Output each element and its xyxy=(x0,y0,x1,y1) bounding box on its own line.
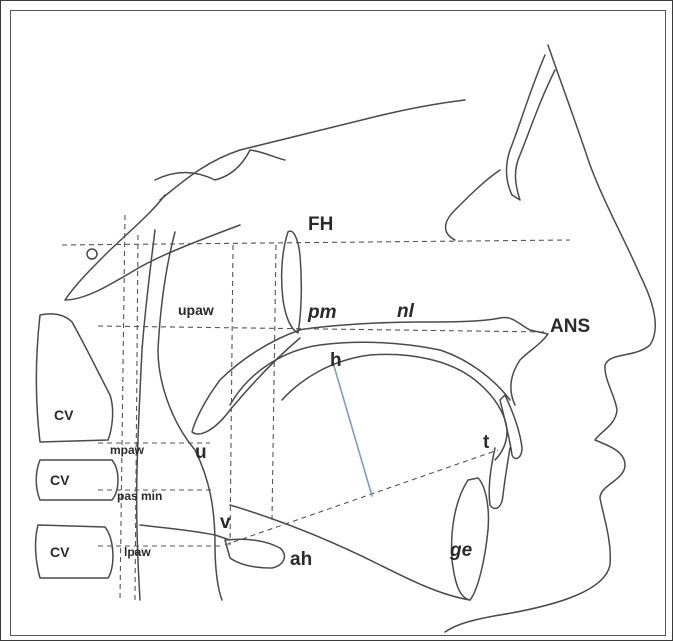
label-mpaw: mpaw xyxy=(110,443,145,457)
sphenoid xyxy=(155,150,285,180)
label-nl: nl xyxy=(397,301,415,322)
vertical-line-3 xyxy=(230,245,233,545)
orbit-rim xyxy=(446,170,500,240)
soft-palate xyxy=(192,330,300,434)
label-cv-2: CV xyxy=(50,472,70,488)
porion xyxy=(87,249,97,259)
vertical-line-1 xyxy=(120,215,125,600)
label-pm: pm xyxy=(307,302,337,323)
h-perpendicular-line xyxy=(334,366,372,496)
label-pas-min: pas min xyxy=(117,489,162,503)
lower-incisor xyxy=(489,448,510,508)
label-cv-1: CV xyxy=(54,407,74,423)
mandibular-border xyxy=(230,505,470,600)
pterygomaxillary-fissure xyxy=(282,231,302,333)
ah-t-line xyxy=(225,450,498,545)
anterior-pharyngeal-wall xyxy=(158,232,222,600)
label-fh: FH xyxy=(308,214,333,235)
label-h: h xyxy=(330,350,342,371)
label-ge: ge xyxy=(449,540,473,561)
label-lpaw: lpaw xyxy=(124,545,151,559)
label-ans: ANS xyxy=(550,316,590,337)
symphysis xyxy=(452,478,489,600)
label-t: t xyxy=(483,432,490,453)
cervical-vertebra-3 xyxy=(36,460,118,500)
tongue-base xyxy=(230,342,510,405)
label-cv-3: CV xyxy=(50,544,70,560)
cervical-vertebra-4 xyxy=(36,525,113,578)
cranial-base xyxy=(160,100,465,200)
label-upaw: upaw xyxy=(178,302,214,318)
label-ah: ah xyxy=(290,549,312,570)
tongue-dorsum xyxy=(282,354,507,460)
nasal-bone xyxy=(506,55,555,200)
cervical-vertebra-2 xyxy=(36,314,112,442)
soft-tissue-profile xyxy=(445,45,655,632)
label-u: u xyxy=(195,442,207,463)
vertical-line-4 xyxy=(272,245,276,520)
epiglottis xyxy=(140,525,230,540)
hyoid-bone xyxy=(225,539,284,568)
label-v: v xyxy=(220,512,231,533)
